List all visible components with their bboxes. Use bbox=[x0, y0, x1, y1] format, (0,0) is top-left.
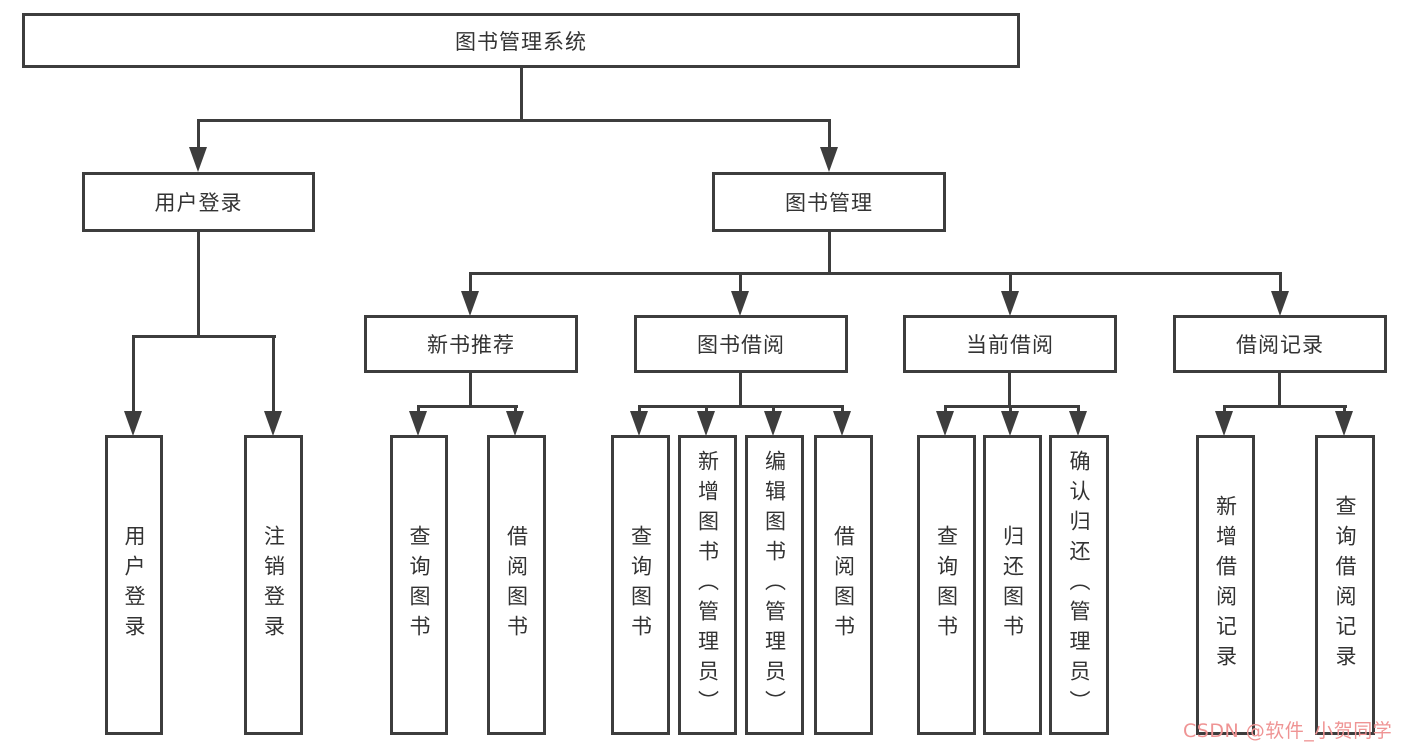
node-leaf-return-book: 归还图书 bbox=[983, 435, 1042, 735]
node-user-login-label: 用户登录 bbox=[154, 191, 243, 215]
node-root-label: 图书管理系统 bbox=[455, 29, 587, 54]
connector-line bbox=[828, 232, 831, 272]
node-leaf-user-login: 用户登录 bbox=[105, 435, 163, 735]
arrow-down-icon bbox=[461, 291, 479, 316]
node-leaf-confirm-return-label: 确认归还（管理员） bbox=[1067, 450, 1091, 720]
connector-line bbox=[638, 405, 844, 408]
connector-line bbox=[944, 405, 1080, 408]
connector-line bbox=[1223, 405, 1347, 408]
node-leaf-query-book-a-label: 查询图书 bbox=[407, 525, 431, 645]
node-leaf-add-book-label: 新增图书（管理员） bbox=[695, 450, 720, 720]
node-leaf-user-login-label: 用户登录 bbox=[122, 525, 146, 645]
node-root: 图书管理系统 bbox=[22, 13, 1020, 68]
connector-line bbox=[1077, 405, 1080, 414]
node-leaf-edit-book-label: 编辑图书（管理员） bbox=[762, 450, 787, 720]
connector-line bbox=[520, 68, 523, 119]
node-leaf-borrow-book-b-label: 借阅图书 bbox=[831, 525, 856, 645]
node-current-borrow-label: 当前借阅 bbox=[966, 333, 1054, 357]
node-book-mgmt: 图书管理 bbox=[712, 172, 946, 232]
arrow-down-icon bbox=[833, 411, 851, 436]
node-new-book-rec-label: 新书推荐 bbox=[427, 333, 515, 357]
connector-line bbox=[469, 272, 472, 293]
connector-line bbox=[638, 405, 641, 414]
arrow-down-icon bbox=[1215, 411, 1233, 436]
node-current-borrow: 当前借阅 bbox=[903, 315, 1117, 373]
arrow-down-icon bbox=[731, 291, 749, 316]
connector-line bbox=[197, 119, 200, 150]
node-leaf-confirm-return: 确认归还（管理员） bbox=[1049, 435, 1109, 735]
node-leaf-edit-book: 编辑图书（管理员） bbox=[745, 435, 804, 735]
connector-line bbox=[1009, 272, 1012, 293]
connector-line bbox=[514, 405, 517, 414]
connector-line bbox=[1279, 272, 1282, 293]
node-new-book-rec: 新书推荐 bbox=[364, 315, 578, 373]
node-leaf-query-book-c-label: 查询图书 bbox=[934, 525, 959, 645]
arrow-down-icon bbox=[506, 411, 524, 436]
node-book-mgmt-label: 图书管理 bbox=[785, 191, 873, 215]
arrow-down-icon bbox=[1271, 291, 1289, 316]
connector-line bbox=[417, 405, 420, 414]
node-leaf-add-borrow-record-label: 新增借阅记录 bbox=[1213, 495, 1238, 675]
connector-line bbox=[944, 405, 947, 414]
connector-line bbox=[739, 373, 742, 405]
arrow-down-icon bbox=[1335, 411, 1353, 436]
arrow-down-icon bbox=[124, 411, 142, 436]
node-leaf-logout-label: 注销登录 bbox=[261, 525, 286, 645]
node-leaf-borrow-book-a: 借阅图书 bbox=[487, 435, 546, 735]
connector-line bbox=[1008, 373, 1011, 405]
connector-line bbox=[469, 373, 472, 405]
connector-line bbox=[1278, 373, 1281, 405]
connector-line bbox=[469, 272, 1282, 275]
node-leaf-add-book: 新增图书（管理员） bbox=[678, 435, 737, 735]
connector-line bbox=[1009, 405, 1012, 414]
connector-line bbox=[132, 335, 276, 338]
connector-line bbox=[1223, 405, 1226, 414]
node-leaf-query-book-b-label: 查询图书 bbox=[628, 525, 653, 645]
node-book-borrow: 图书借阅 bbox=[634, 315, 848, 373]
node-borrow-record-label: 借阅记录 bbox=[1236, 333, 1324, 357]
connector-line bbox=[132, 335, 135, 412]
arrow-down-icon bbox=[1001, 291, 1019, 316]
arrow-down-icon bbox=[1001, 411, 1019, 436]
node-leaf-logout: 注销登录 bbox=[244, 435, 303, 735]
arrow-down-icon bbox=[820, 147, 838, 172]
arrow-down-icon bbox=[409, 411, 427, 436]
connector-line bbox=[828, 119, 831, 150]
node-leaf-query-book-a: 查询图书 bbox=[390, 435, 448, 735]
connector-line bbox=[841, 405, 844, 414]
watermark: CSDN @软件_小贺同学 bbox=[1183, 720, 1393, 742]
connector-line bbox=[197, 232, 200, 335]
arrow-down-icon bbox=[630, 411, 648, 436]
arrow-down-icon bbox=[764, 411, 782, 436]
connector-line bbox=[772, 405, 775, 414]
node-user-login: 用户登录 bbox=[82, 172, 315, 232]
arrow-down-icon bbox=[697, 411, 715, 436]
node-leaf-query-book-c: 查询图书 bbox=[917, 435, 976, 735]
node-book-borrow-label: 图书借阅 bbox=[697, 333, 785, 357]
arrow-down-icon bbox=[264, 411, 282, 436]
connector-line bbox=[272, 335, 275, 412]
arrow-down-icon bbox=[1069, 411, 1087, 436]
node-leaf-add-borrow-record: 新增借阅记录 bbox=[1196, 435, 1255, 735]
node-leaf-return-book-label: 归还图书 bbox=[1000, 525, 1025, 645]
connector-line bbox=[1343, 405, 1346, 414]
connector-line bbox=[739, 272, 742, 293]
arrow-down-icon bbox=[936, 411, 954, 436]
node-leaf-query-borrow-record: 查询借阅记录 bbox=[1315, 435, 1375, 735]
node-borrow-record: 借阅记录 bbox=[1173, 315, 1387, 373]
connector-line bbox=[197, 119, 831, 122]
node-leaf-query-borrow-record-label: 查询借阅记录 bbox=[1333, 495, 1357, 675]
connector-line bbox=[705, 405, 708, 414]
node-leaf-borrow-book-b: 借阅图书 bbox=[814, 435, 873, 735]
connector-line bbox=[417, 405, 518, 408]
node-leaf-borrow-book-a-label: 借阅图书 bbox=[504, 525, 529, 645]
node-leaf-query-book-b: 查询图书 bbox=[611, 435, 670, 735]
arrow-down-icon bbox=[189, 147, 207, 172]
